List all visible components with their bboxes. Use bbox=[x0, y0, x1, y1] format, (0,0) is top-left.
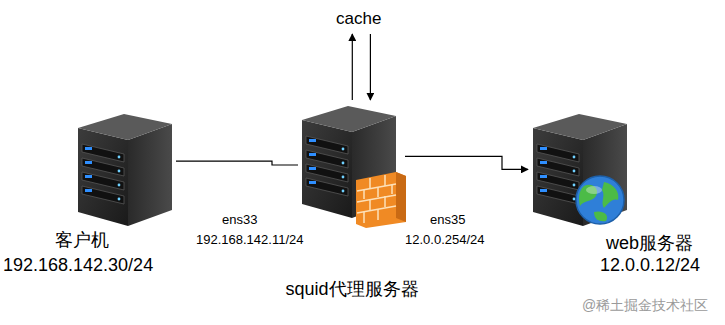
ip-address: 192.168.142.11/24 bbox=[196, 232, 303, 248]
server-caption: 客户机 bbox=[55, 229, 109, 251]
flow-arrow bbox=[352, 34, 353, 100]
server-icon bbox=[533, 114, 627, 226]
client-server: 客户机192.168.142.30/24 bbox=[73, 108, 176, 226]
server-caption: 12.0.0.12/24 bbox=[600, 254, 700, 276]
web-server: web服务器12.0.0.12/24 bbox=[528, 108, 631, 226]
server-caption: 192.168.142.30/24 bbox=[3, 254, 153, 276]
watermark: @稀土掘金技术社区 bbox=[582, 296, 708, 314]
flow-arrow bbox=[370, 34, 371, 100]
server-caption: squid代理服务器 bbox=[272, 278, 432, 301]
server-icon bbox=[78, 114, 172, 226]
server-caption: web服务器 bbox=[606, 232, 693, 254]
firewall-icon bbox=[356, 172, 406, 228]
interface-name: ens33 bbox=[222, 212, 257, 228]
cache-node: cache bbox=[332, 6, 385, 32]
globe-icon bbox=[576, 176, 624, 224]
link-line bbox=[176, 161, 298, 165]
interface-name: ens35 bbox=[430, 212, 465, 228]
proxy-server: squid代理服务器 bbox=[298, 100, 405, 225]
flow-arrow bbox=[405, 156, 528, 169]
node-label: cache bbox=[336, 9, 381, 28]
ip-address: 12.0.0.254/24 bbox=[405, 232, 485, 248]
